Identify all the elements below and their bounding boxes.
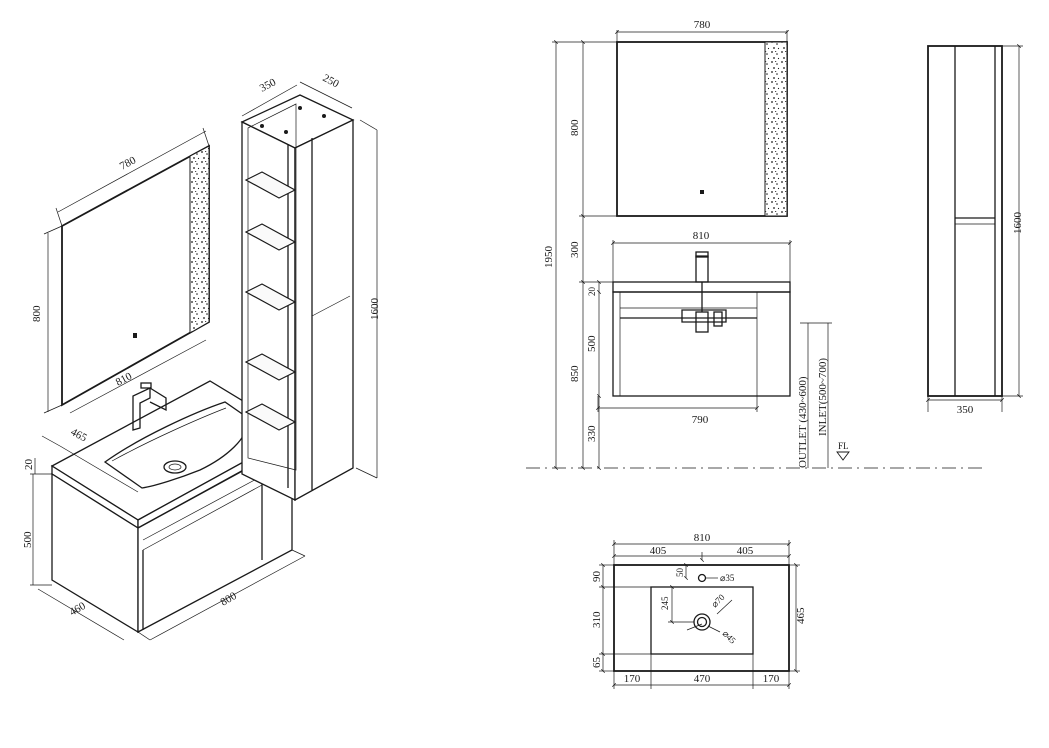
plan-bottom-offset: 65	[591, 657, 603, 669]
iso-top-depth: 465	[69, 426, 90, 445]
iso-mirror-height: 800	[31, 305, 43, 322]
floor-label: FL	[838, 441, 849, 451]
front-gap: 300	[569, 241, 581, 258]
plan-basin-height: 310	[591, 611, 603, 628]
iso-cabinet-width: 800	[219, 590, 240, 609]
plan-left-margin: 170	[624, 673, 641, 685]
iso-tall-column	[240, 81, 378, 502]
plan-right-margin: 170	[763, 673, 780, 685]
front-cabinet-width: 790	[692, 414, 709, 426]
front-top-width: 810	[693, 230, 710, 242]
iso-column-depth: 250	[321, 72, 342, 91]
front-vanity	[612, 251, 791, 397]
front-mirror	[616, 41, 788, 217]
iso-column-width: 350	[258, 76, 279, 95]
iso-mirror	[43, 127, 210, 414]
iso-cabinet-height: 500	[22, 531, 34, 548]
plan-total-width: 810	[694, 532, 711, 544]
front-elevation: 780 810 790	[526, 19, 982, 470]
front-cabinet-height: 500	[586, 335, 598, 352]
iso-cabinet-depth: 460	[68, 600, 89, 619]
plan-basin-width: 470	[694, 673, 711, 685]
plan-drain-diameter-2: ⌀45	[721, 628, 739, 646]
plan-half-right: 405	[737, 545, 754, 557]
inlet-label: INLET(500~700)	[817, 358, 829, 436]
plan-hole-offset: 50	[675, 568, 685, 578]
front-top-thickness: 20	[587, 287, 597, 297]
side-column-width: 350	[957, 404, 974, 416]
plan-view: 810 405 405 90 310 65 50 245 ⌀35 ⌀70 ⌀45…	[591, 532, 807, 689]
iso-top-thickness: 20	[23, 459, 35, 471]
plan-depth: 465	[795, 607, 807, 624]
plan-half-left: 405	[650, 545, 667, 557]
front-total-height: 1950	[543, 246, 555, 269]
side-column-height: 1600	[1012, 212, 1024, 235]
plan-basin-offset: 245	[660, 596, 670, 610]
side-elevation: 1600 350	[926, 44, 1024, 416]
plan-top-offset: 90	[591, 571, 603, 583]
iso-dimensions	[30, 435, 306, 641]
iso-column-height: 1600	[369, 298, 381, 321]
isometric-view: 780 800 810 465 20 500 460 800 350 250 1…	[22, 72, 381, 641]
iso-vanity-width: 810	[114, 370, 135, 389]
outlet-label: OUTLET (430~600)	[797, 376, 809, 468]
plan-hole-diameter: ⌀35	[720, 573, 735, 583]
front-basin-height: 850	[569, 365, 581, 382]
front-floor-gap: 330	[586, 425, 598, 442]
front-mirror-width: 780	[694, 19, 711, 31]
front-mirror-height: 800	[569, 119, 581, 136]
